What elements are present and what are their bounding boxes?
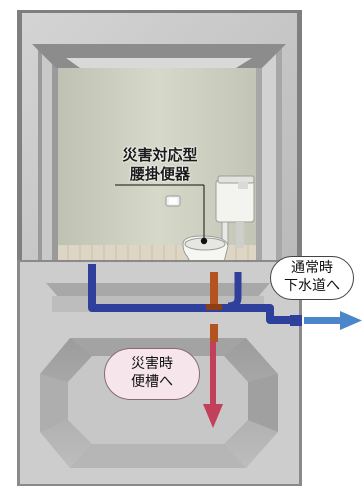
normal-flow-arrow — [304, 311, 362, 330]
toilet-label-line2: 腰掛便器 — [129, 164, 190, 183]
disaster-flow-label-line1: 災害時 — [131, 356, 173, 372]
disaster-flow-label-line2: 便槽へ — [131, 373, 173, 390]
normal-flow-label-line1: 通常時 — [291, 260, 333, 276]
pit-structure — [17, 260, 302, 486]
normal-flow-label-line2: 下水道へ — [284, 277, 340, 294]
toilet-label-line1: 災害対応型 — [122, 146, 198, 164]
pipes — [88, 264, 302, 342]
paper-holder — [165, 195, 181, 207]
disaster-flow-arrow — [203, 342, 223, 428]
toilet-pointer — [115, 184, 208, 245]
toilet-label: 災害対応型 腰掛便器 — [100, 146, 220, 184]
disaster-flow-label: 災害時 便槽へ — [104, 348, 200, 400]
normal-flow-label: 通常時 下水道へ — [270, 256, 354, 300]
